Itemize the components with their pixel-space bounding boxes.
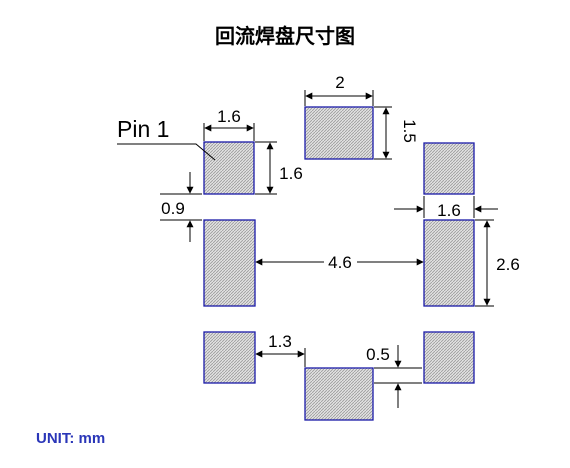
pin1-leader — [117, 143, 216, 161]
dim-pin1-width — [203, 123, 255, 141]
pad-bottom-left — [203, 331, 256, 384]
label-right-pad-width: 1.6 — [437, 201, 461, 220]
dim-top-pad-height — [374, 106, 392, 160]
label-top-pad-height: 1.5 — [400, 119, 419, 143]
dim-vertical-gap — [160, 172, 202, 242]
diagram-title: 回流焊盘尺寸图 — [215, 24, 355, 48]
dim-right-pad-height — [475, 219, 494, 307]
pad-top-center — [304, 106, 374, 160]
label-top-pad-width: 2 — [335, 73, 344, 92]
dim-top-pad-width — [304, 90, 374, 106]
pad-bottom-center — [304, 367, 374, 421]
pad-top-right — [423, 142, 475, 195]
dim-horizontal-gap — [255, 348, 306, 367]
label-pin1-width: 1.6 — [217, 107, 241, 126]
label-vertical-gap: 0.9 — [161, 199, 185, 218]
pin1-label: Pin 1 — [117, 116, 169, 142]
dim-small-offset — [374, 345, 422, 408]
label-small-offset: 0.5 — [366, 345, 390, 364]
pad-pin1 — [203, 141, 255, 195]
pad-middle-right — [423, 219, 475, 307]
pad-middle-left — [203, 219, 256, 307]
pad-bottom-right — [423, 331, 475, 384]
dim-right-pad-width — [394, 196, 498, 218]
label-horizontal-gap: 1.3 — [268, 332, 292, 351]
label-pin1-height: 1.6 — [279, 164, 303, 183]
label-right-pad-height: 2.6 — [496, 255, 520, 274]
unit-label: UNIT: mm — [36, 430, 106, 447]
dim-pin1-height — [255, 141, 277, 195]
label-horizontal-span: 4.6 — [328, 253, 352, 272]
